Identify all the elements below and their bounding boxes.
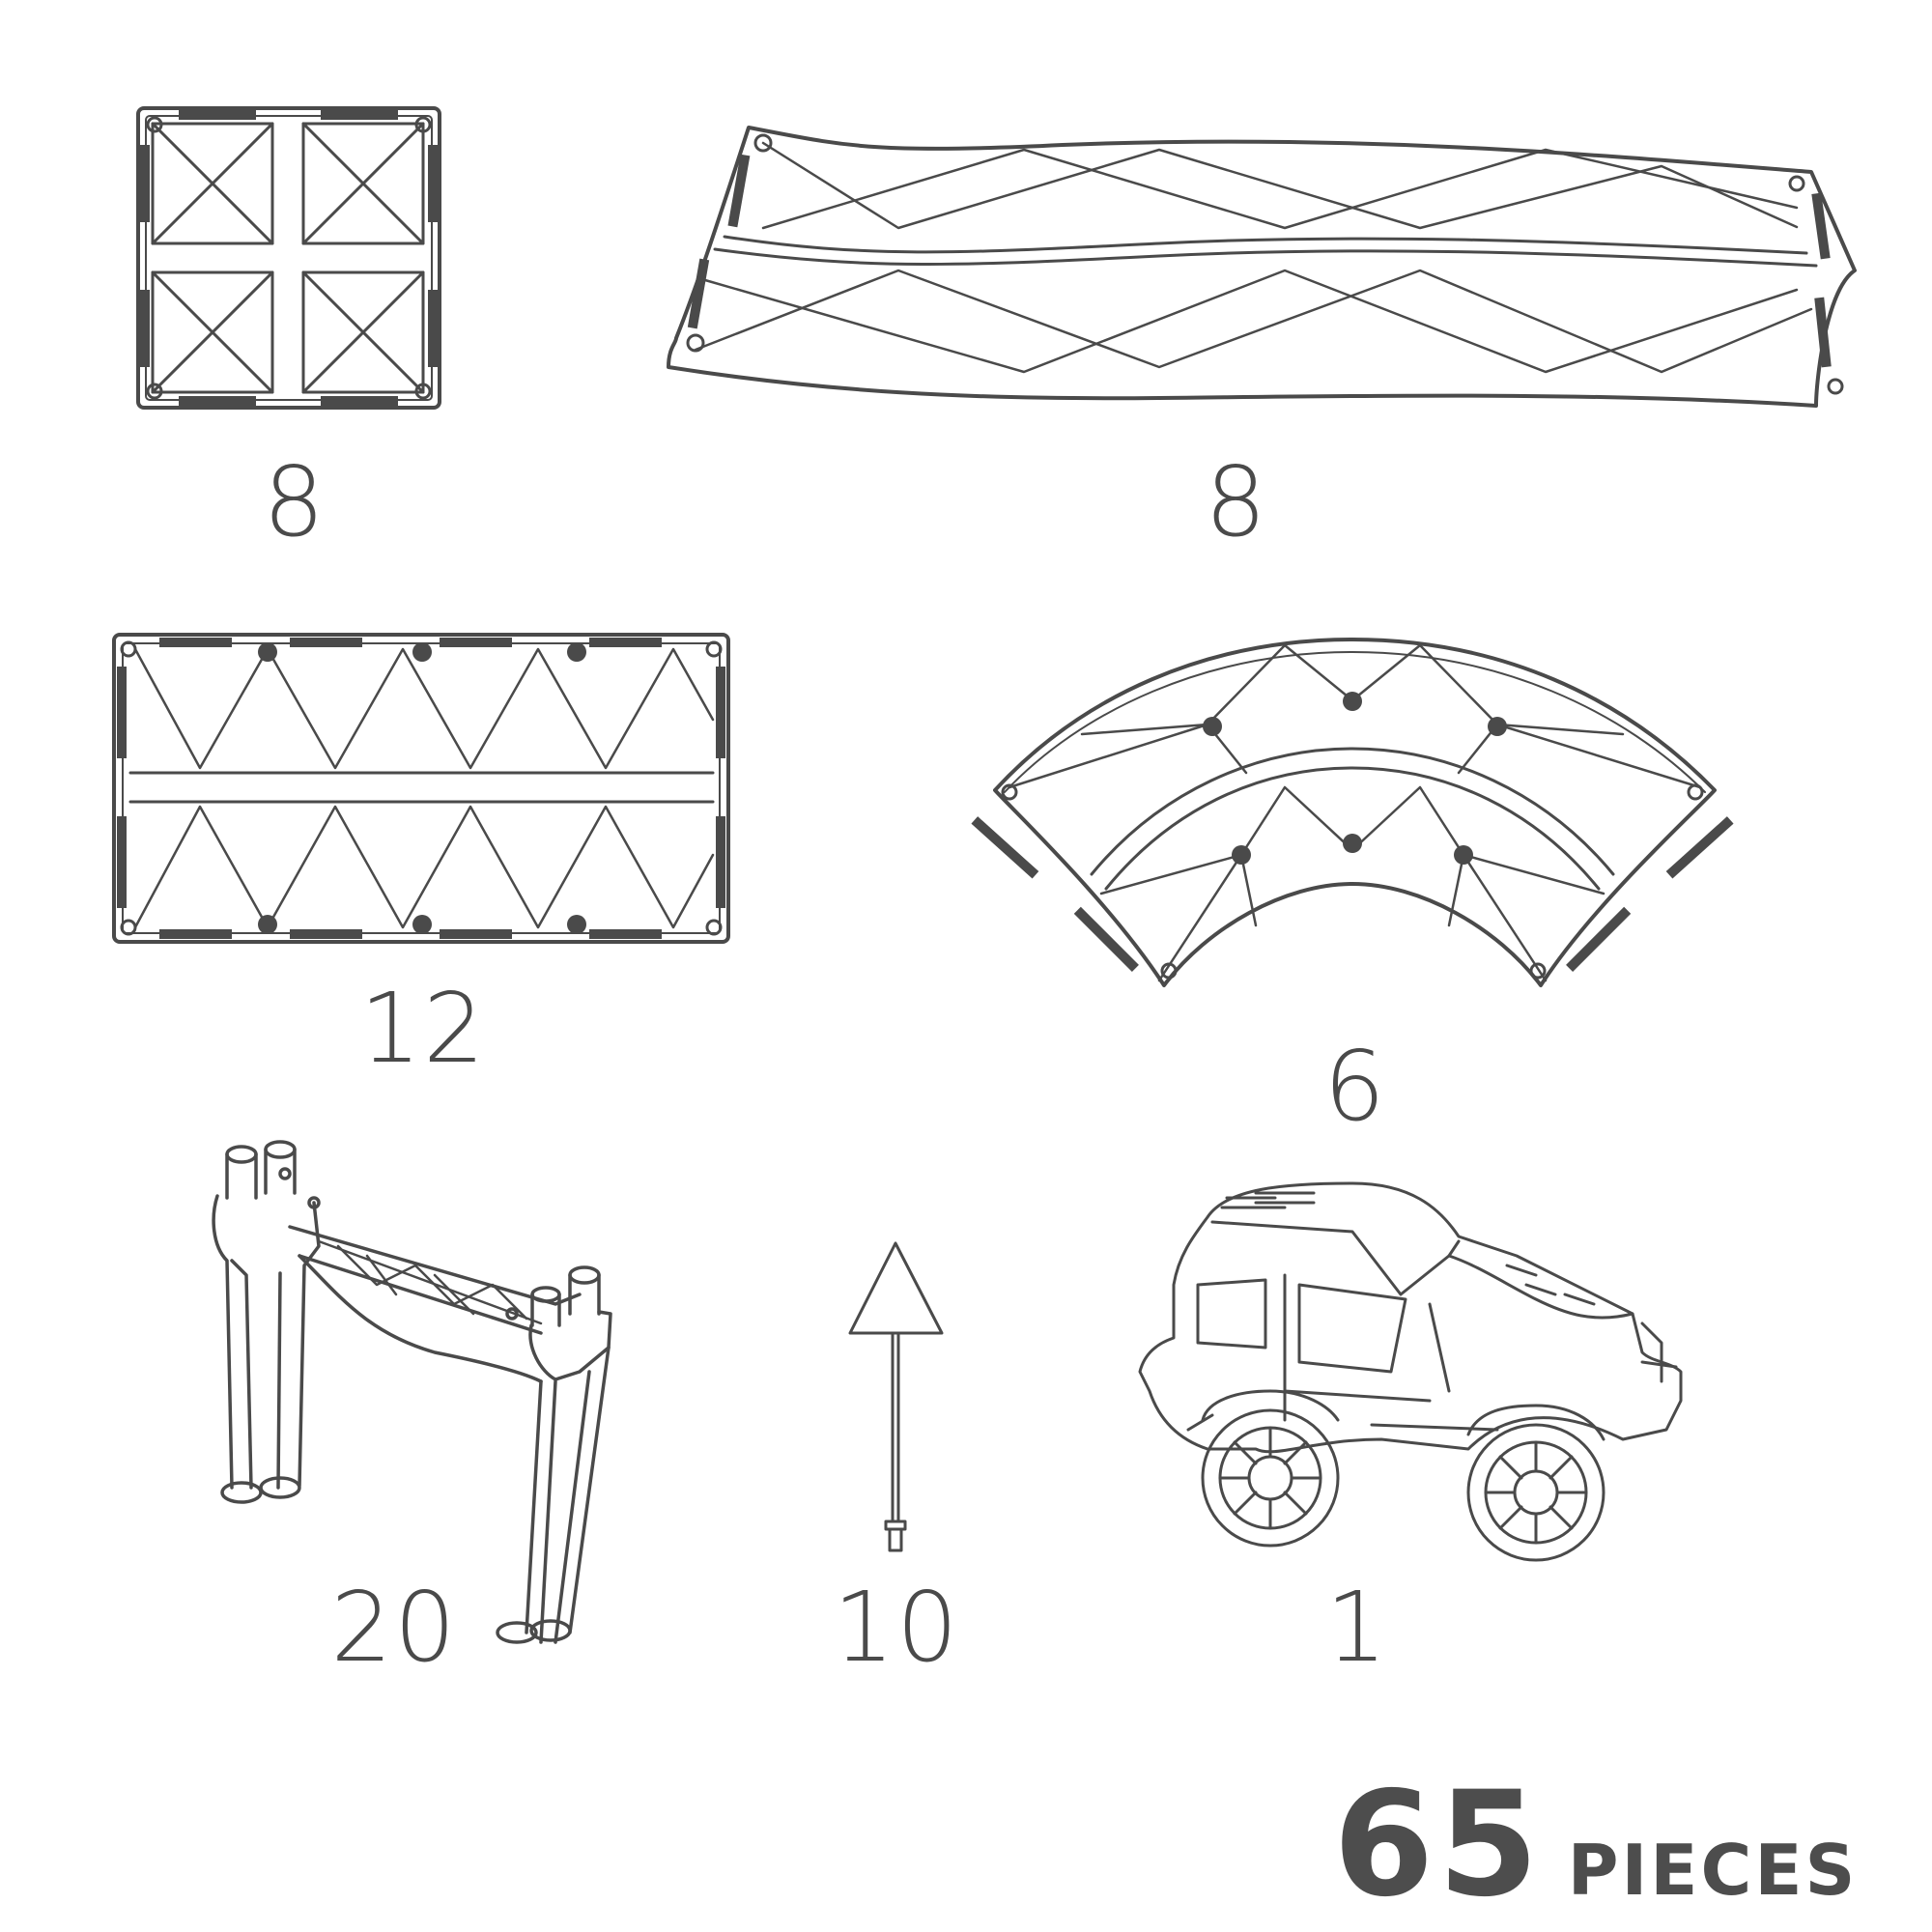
square-tile-icon	[136, 106, 441, 410]
piece-count-arc-curve: 6	[1323, 1030, 1387, 1143]
total-pieces-label: PIECES	[1567, 1830, 1859, 1911]
piece-count-rectangle-tile: 12	[359, 972, 487, 1085]
piece-count-toy-car: 1	[1325, 1571, 1389, 1684]
total-pieces-number: 65	[1333, 1761, 1543, 1929]
arc-curve-track-icon	[971, 638, 1734, 987]
total-pieces: 65 PIECES	[1333, 1773, 1859, 1918]
piece-count-support-pillar: 20	[330, 1571, 458, 1684]
piece-count-long-ramp: 8	[1205, 445, 1268, 558]
long-curved-ramp-icon	[667, 126, 1857, 408]
piece-count-square-tile: 8	[263, 445, 327, 558]
toy-car-icon	[1138, 1181, 1683, 1562]
support-pillar-icon	[212, 1140, 612, 1644]
piece-count-triangle-sign: 10	[833, 1571, 960, 1684]
triangle-sign-icon	[848, 1241, 944, 1552]
rectangle-tile-icon	[112, 633, 730, 944]
